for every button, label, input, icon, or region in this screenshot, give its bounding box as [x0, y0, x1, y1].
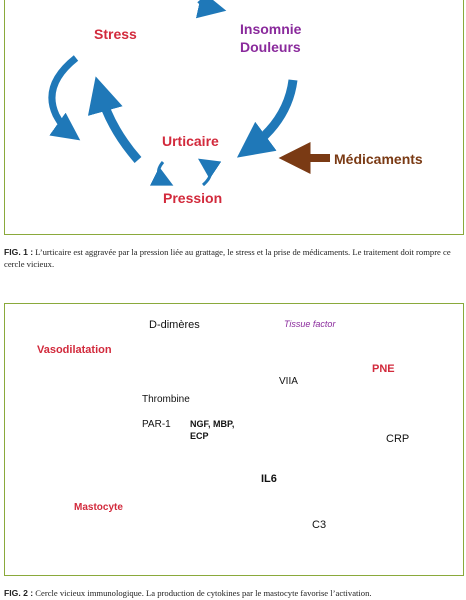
arrow-stress-loop [48, 55, 81, 141]
label-tissue-factor: Tissue factor [284, 319, 336, 329]
arrow-pression-to-stress [87, 76, 142, 163]
arrow-top-partial [195, 0, 227, 19]
arrow-small-left-loop [149, 161, 174, 186]
label-c3: C3 [312, 519, 327, 531]
figure-1-panel [4, 0, 464, 235]
label-medicaments: Médicaments [334, 151, 423, 167]
label-mastocyte: Mastocyte [74, 502, 123, 513]
label-stress: Stress [94, 26, 137, 42]
label-pne: PNE [372, 363, 395, 375]
label-il6: IL6 [261, 473, 277, 485]
arrow-insomnie-to-urticaire [236, 79, 298, 158]
label-par1: PAR-1 [142, 419, 171, 430]
label-pression: Pression [163, 190, 223, 206]
figure-1-caption-text: L’urticaire est aggravée par la pression… [4, 247, 451, 269]
label-ngf-mbp: NGF, MBP, [190, 419, 235, 429]
label-d-dimeres: D-dimères [149, 319, 200, 331]
label-douleurs: Douleurs [240, 39, 301, 55]
label-insomnie: Insomnie [240, 21, 302, 37]
label-urticaire: Urticaire [162, 133, 219, 149]
figure-2-caption-label: FIG. 2 : [4, 588, 34, 598]
label-crp: CRP [386, 433, 410, 445]
arrow-small-right-loop [198, 158, 222, 187]
label-thrombine: Thrombine [142, 394, 190, 405]
label-vasodilatation: Vasodilatation [37, 344, 112, 356]
label-ecp: ECP [190, 431, 209, 441]
figure-1-caption-label: FIG. 1 : [4, 247, 34, 257]
label-viia: VIIA [279, 376, 298, 387]
figure-2-panel [4, 303, 464, 576]
figure-2-caption-text: Cercle vicieux immunologique. La product… [35, 588, 372, 598]
figure-1-caption: FIG. 1 : L’urticaire est aggravée par la… [4, 246, 464, 270]
figure-2-caption: FIG. 2 : Cercle vicieux immunologique. L… [4, 587, 464, 599]
